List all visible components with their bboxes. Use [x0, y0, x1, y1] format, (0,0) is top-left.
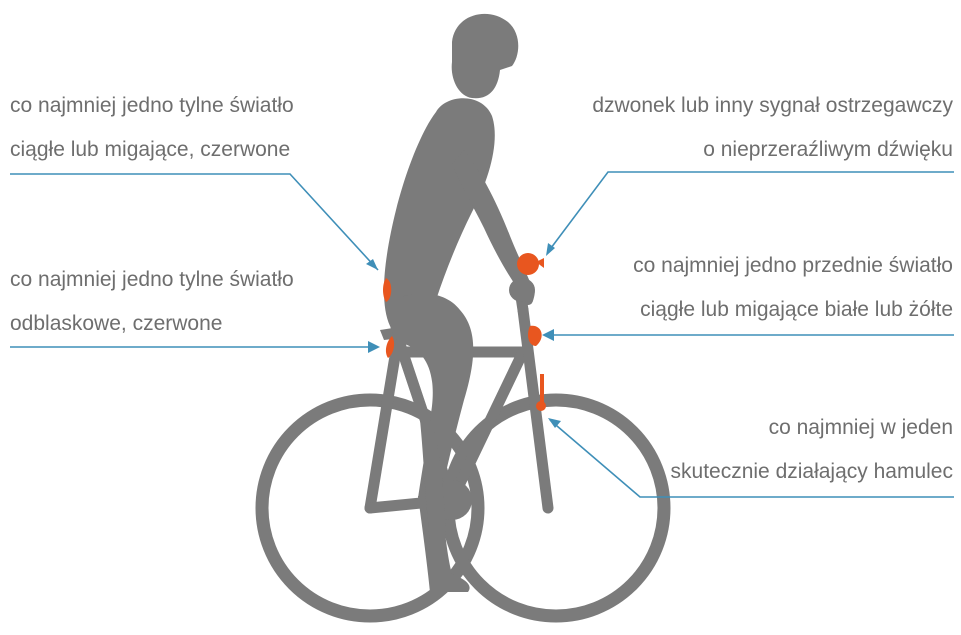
- arrow-rear-light: [366, 259, 378, 270]
- brake-label: co najmniej w jeden skutecznie działając…: [671, 406, 953, 494]
- bell-label: dzwonek lub inny sygnał ostrzegawczy o n…: [592, 84, 953, 172]
- rear-reflector-label: co najmniej jedno tylne światło odblasko…: [10, 258, 294, 346]
- brake-label-line2: skutecznie działający hamulec: [671, 450, 953, 494]
- rear-reflector-label-line2: odblaskowe, czerwone: [10, 302, 294, 346]
- arrow-brake: [548, 418, 561, 428]
- leader-line-rear-light: [10, 174, 378, 270]
- front-light-label-line2: ciągłe lub migające białe lub żółte: [633, 288, 953, 332]
- arrow-rear-reflector: [368, 341, 380, 353]
- bell-label-line1: dzwonek lub inny sygnał ostrzegawczy: [592, 84, 953, 128]
- bell-label-line2: o nieprzeraźliwym dźwięku: [592, 128, 953, 172]
- brake-label-line1: co najmniej w jeden: [671, 406, 953, 450]
- arrow-front-light: [542, 329, 554, 341]
- front-light-label-line1: co najmniej jedno przednie światło: [633, 244, 953, 288]
- bell-marker: [517, 253, 544, 275]
- rear-light-label-line2: ciągłe lub migające, czerwone: [10, 128, 294, 172]
- leader-line-bell: [548, 172, 954, 252]
- rear-reflector-label-line1: co najmniej jedno tylne światło: [10, 258, 294, 302]
- rear-light-label: co najmniej jedno tylne światło ciągłe l…: [10, 84, 294, 172]
- front-light-label: co najmniej jedno przednie światło ciągł…: [633, 244, 953, 332]
- rear-light-label-line1: co najmniej jedno tylne światło: [10, 84, 294, 128]
